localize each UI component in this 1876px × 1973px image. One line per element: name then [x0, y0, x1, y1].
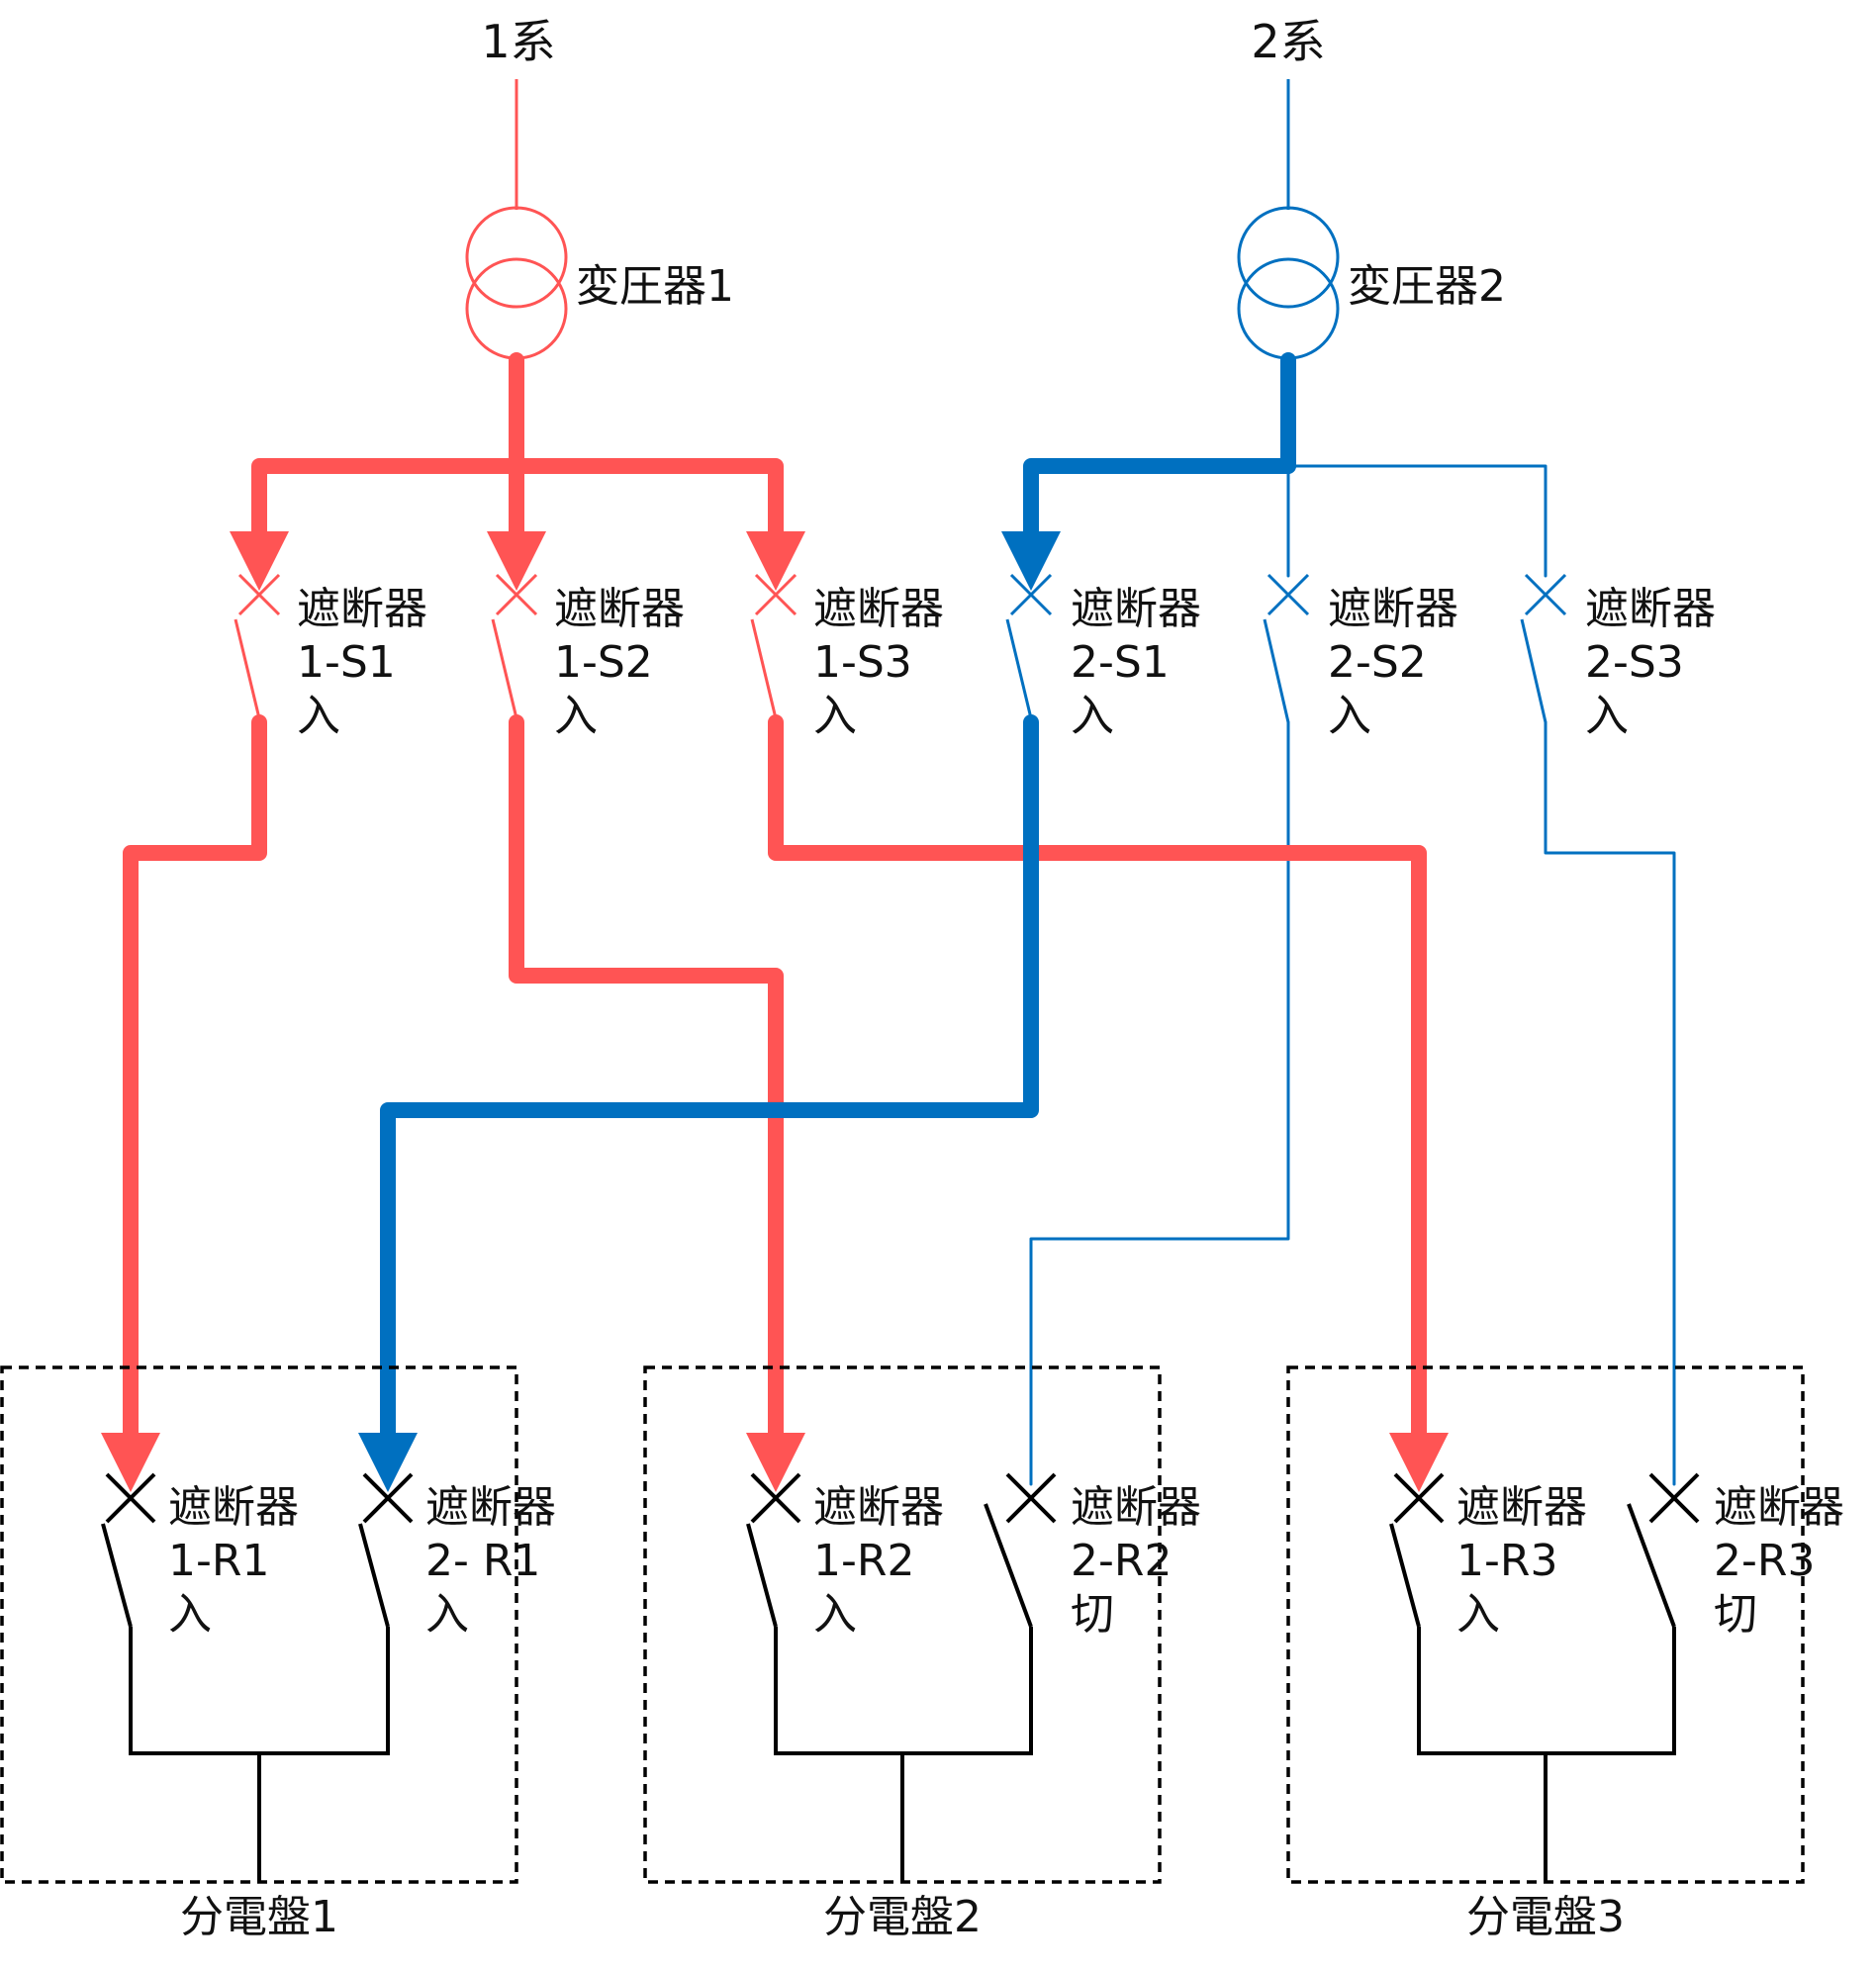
breaker-1-s3-id: 1-S3 [813, 637, 912, 688]
system-2-bus [1023, 352, 1548, 578]
breaker-1-r2-label: 遮断器 [813, 1482, 944, 1533]
breaker-2-s2[interactable]: 遮断器 2-S2 入 [1263, 573, 1458, 741]
breaker-1-s2-icon [491, 573, 538, 719]
breaker-2-r1-state: 入 [425, 1589, 469, 1640]
breaker-2-r2-icon [984, 1472, 1057, 1628]
breaker-2-r2-label: 遮断器 [1071, 1482, 1201, 1533]
breaker-2-s3-label: 遮断器 [1585, 584, 1716, 634]
breaker-2-r2-state: 切 [1071, 1589, 1114, 1640]
breaker-1-r1-state: 入 [168, 1589, 212, 1640]
transformer-1-icon [465, 206, 568, 360]
system-2-label: 2系 [1251, 15, 1325, 68]
breaker-1-r1[interactable]: 遮断器 1-R1 入 [101, 1472, 299, 1640]
breaker-2-s1-id: 2-S1 [1071, 637, 1170, 688]
breaker-1-r3[interactable]: 遮断器 1-R3 入 [1389, 1472, 1587, 1640]
breaker-2-r3-icon [1627, 1472, 1700, 1628]
breaker-2-s3[interactable]: 遮断器 2-S3 入 [1520, 573, 1716, 741]
breaker-2-s3-id: 2-S3 [1585, 637, 1684, 688]
breaker-1-s1-state: 入 [297, 691, 340, 741]
system-1-feed: 1系 変圧器1 [230, 15, 805, 591]
breaker-2-r3[interactable]: 遮断器 2-R3 切 [1627, 1472, 1844, 1640]
panel-3-bus [1417, 1627, 1676, 1755]
distribution-panel-3[interactable]: 遮断器 1-R3 入 遮断器 2-R3 切 分電盤3 [1286, 1365, 1844, 1942]
panel-2-name: 分電盤2 [823, 1892, 982, 1942]
breaker-1-r3-id: 1-R3 [1456, 1536, 1557, 1586]
breaker-1-r3-icon [1389, 1472, 1445, 1628]
breaker-2-s2-id: 2-S2 [1328, 637, 1427, 688]
breaker-1-r1-id: 1-R1 [168, 1536, 269, 1586]
transformer-2-label: 変圧器2 [1348, 261, 1506, 312]
breaker-1-s1-label: 遮断器 [297, 584, 427, 634]
breaker-1-s1-id: 1-S1 [297, 637, 396, 688]
breaker-1-r3-label: 遮断器 [1456, 1482, 1587, 1533]
breaker-1-s2-label: 遮断器 [554, 584, 685, 634]
panel-1-bus [129, 1627, 390, 1755]
panel-3-name: 分電盤3 [1466, 1892, 1625, 1942]
panel-1-name: 分電盤1 [180, 1892, 338, 1942]
breaker-2-r3-label: 遮断器 [1714, 1482, 1844, 1533]
breaker-2-r2[interactable]: 遮断器 2-R2 切 [984, 1472, 1201, 1640]
breaker-2-r1-id: 2- R1 [425, 1536, 540, 1586]
breaker-2-r3-state: 切 [1714, 1589, 1757, 1640]
breaker-1-s1[interactable]: 遮断器 1-S1 入 [234, 573, 427, 741]
breaker-1-s3[interactable]: 遮断器 1-S3 入 [750, 573, 944, 741]
breaker-2-s2-icon [1263, 573, 1310, 723]
feeder-arrows [101, 1433, 1449, 1492]
breaker-1-s2[interactable]: 遮断器 1-S2 入 [491, 573, 685, 741]
breaker-2-s3-icon [1520, 573, 1567, 723]
breaker-1-r2[interactable]: 遮断器 1-R2 入 [746, 1472, 944, 1640]
system-1-bus [251, 352, 784, 557]
breaker-2-s1-icon [1005, 573, 1053, 719]
breaker-1-s3-label: 遮断器 [813, 584, 944, 634]
distribution-panel-1[interactable]: 遮断器 1-R1 入 遮断器 2- R1 入 分電盤1 [0, 1365, 556, 1942]
breaker-1-s3-icon [750, 573, 797, 719]
breaker-1-r2-id: 1-R2 [813, 1536, 914, 1586]
system-1-label: 1系 [481, 15, 555, 68]
breaker-2-s1[interactable]: 遮断器 2-S1 入 [1005, 573, 1201, 741]
breaker-1-r1-icon [101, 1472, 156, 1628]
breaker-2-r3-id: 2-R3 [1714, 1536, 1815, 1586]
breaker-1-r3-state: 入 [1456, 1589, 1500, 1640]
breaker-1-r2-state: 入 [813, 1589, 857, 1640]
breaker-1-s3-state: 入 [813, 691, 857, 741]
feeder-cables [123, 714, 1676, 1486]
breaker-2-s2-state: 入 [1328, 691, 1371, 741]
transformer-2-icon [1237, 206, 1340, 360]
breaker-2-r1-label: 遮断器 [425, 1482, 556, 1533]
breaker-1-s1-icon [234, 573, 281, 719]
breaker-2-s3-state: 入 [1585, 691, 1629, 741]
breaker-2-r2-id: 2-R2 [1071, 1536, 1172, 1586]
system-1-arrows [230, 531, 805, 591]
system-2-arrows [1001, 531, 1061, 591]
breaker-2-s1-label: 遮断器 [1071, 584, 1201, 634]
breaker-1-r1-label: 遮断器 [168, 1482, 299, 1533]
distribution-panel-2[interactable]: 遮断器 1-R2 入 遮断器 2-R2 切 分電盤2 [643, 1365, 1201, 1942]
panel-2-bus [774, 1627, 1033, 1755]
breaker-1-r2-icon [746, 1472, 801, 1628]
breaker-1-s2-id: 1-S2 [554, 637, 653, 688]
transformer-1-label: 変圧器1 [576, 261, 734, 312]
breaker-2-r1-icon [358, 1472, 414, 1628]
breaker-1-s2-state: 入 [554, 691, 598, 741]
breaker-2-s2-label: 遮断器 [1328, 584, 1458, 634]
system-2-feed: 2系 変圧器2 [1001, 15, 1548, 591]
breaker-2-s1-state: 入 [1071, 691, 1114, 741]
breaker-2-r1[interactable]: 遮断器 2- R1 入 [358, 1472, 556, 1640]
